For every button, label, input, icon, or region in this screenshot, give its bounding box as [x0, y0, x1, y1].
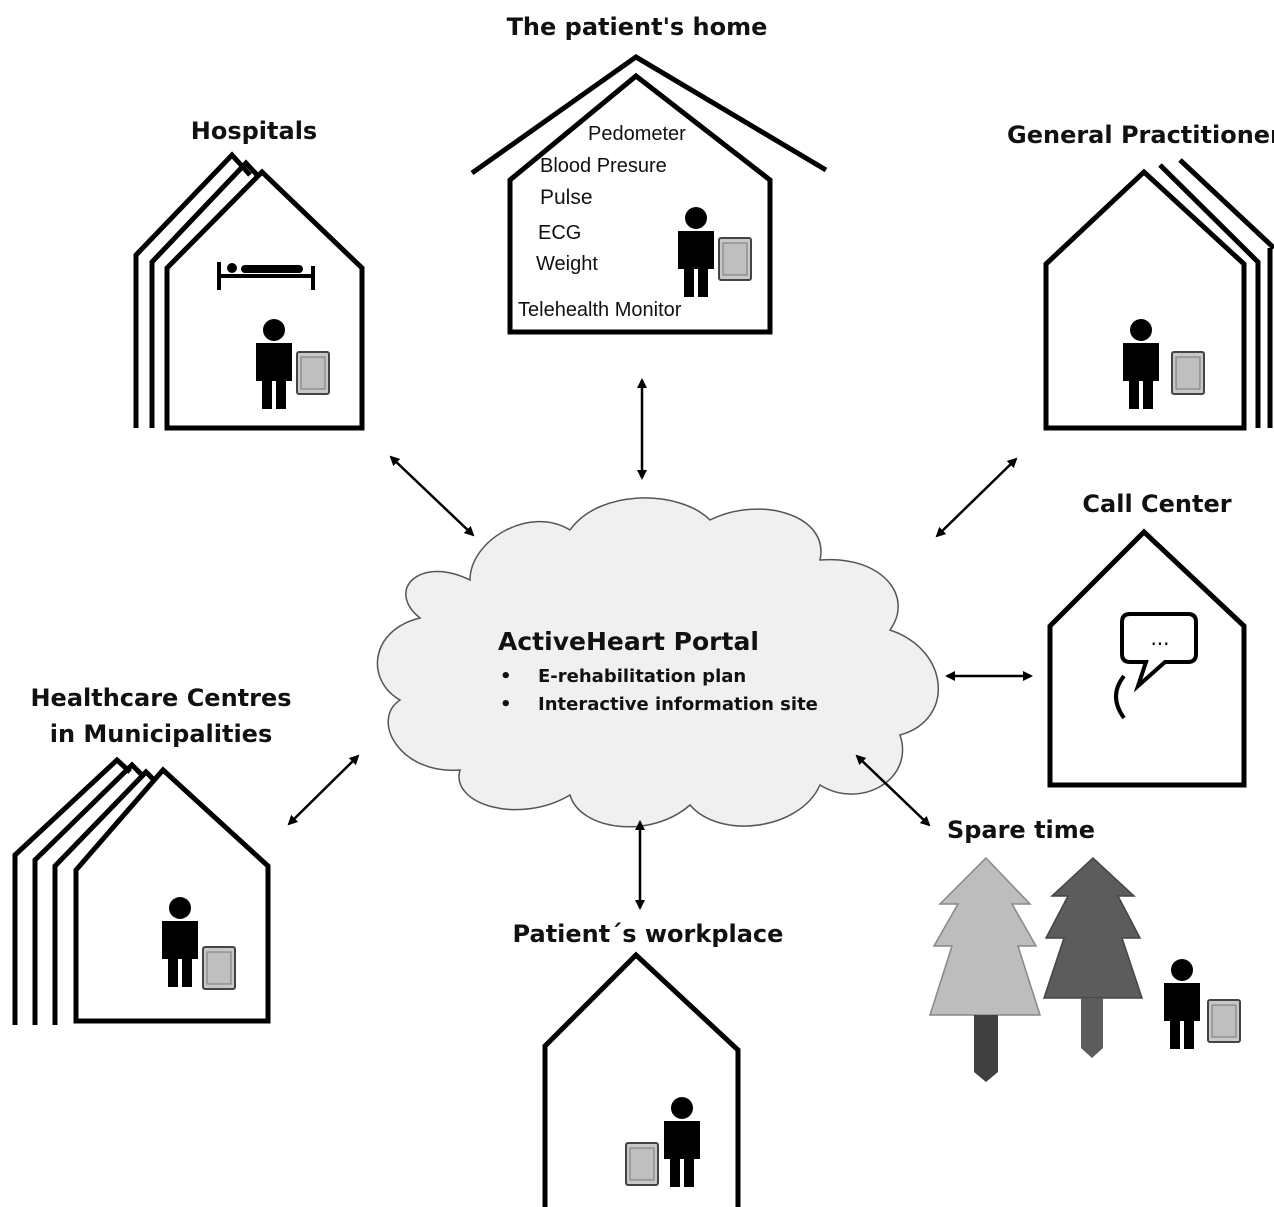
hospital-house-back-1: [149, 159, 260, 428]
general-practitioners: General Practitioners: [1007, 121, 1274, 431]
tablet-icon: [202, 946, 236, 990]
cloud-shape: [376, 497, 939, 828]
call-center: Call Center ...: [1047, 490, 1247, 788]
healthcare-house-back-3: [12, 756, 132, 1025]
portal-bullet-2: Interactive information site: [538, 694, 818, 715]
healthcare-centres: Healthcare Centres in Municipalities: [12, 684, 292, 1025]
bullet-symbol-2: •: [500, 694, 512, 715]
gp-house-back-2: [1178, 158, 1274, 250]
healthcare-title-line1: Healthcare Centres: [30, 684, 291, 712]
device-blood-pressure: Blood Presure: [540, 155, 667, 177]
home-title: The patient's home: [507, 13, 768, 41]
device-telehealth-monitor: Telehealth Monitor: [518, 299, 682, 321]
device-pedometer: Pedometer: [588, 123, 686, 145]
device-weight: Weight: [536, 253, 598, 275]
person-icon: [678, 207, 714, 297]
device-ecg: ECG: [538, 222, 581, 244]
gp-house-back-1: [1158, 163, 1261, 428]
bullet-symbol-1: •: [500, 666, 512, 687]
tablet-icon: [1207, 999, 1241, 1043]
speech-bubble-dots: ...: [1150, 626, 1169, 650]
gp-title: General Practitioners: [1007, 121, 1274, 149]
tree-dark-icon: [1042, 856, 1144, 1058]
home-house: [507, 72, 773, 335]
arrow-healthcare: [287, 754, 360, 826]
call-center-house: [1047, 528, 1247, 788]
tree-light-icon: [928, 856, 1042, 1082]
device-pulse: Pulse: [540, 186, 593, 209]
spare-time-title: Spare time: [947, 816, 1095, 844]
call-center-title: Call Center: [1082, 490, 1231, 518]
healthcare-house-back-2: [32, 761, 146, 1025]
tablet-icon: [296, 351, 330, 395]
speech-bubble-icon: ...: [1120, 612, 1198, 693]
tablet-icon: [1171, 351, 1205, 395]
person-icon: [1164, 959, 1200, 1049]
arrow-spare-time: [855, 754, 931, 827]
patients-home: The patient's home Pedometer Blood Presu…: [470, 13, 828, 335]
connection-arrows: [287, 378, 1033, 910]
portal-cloud: ActiveHeart Portal • E-rehabilitation pl…: [376, 497, 939, 828]
arrow-hospitals: [389, 455, 475, 537]
healthcare-house-back-1: [52, 768, 160, 1025]
portal-bullet-1: E-rehabilitation plan: [538, 666, 746, 687]
person-icon: [664, 1097, 700, 1187]
spare-time: Spare time: [928, 816, 1241, 1082]
tablet-icon: [625, 1142, 659, 1186]
home-roof-outer: [470, 54, 828, 176]
workplace-title: Patient´s workplace: [513, 920, 784, 948]
phone-icon: [1114, 674, 1126, 720]
bed-icon: [217, 262, 315, 290]
hospitals-title: Hospitals: [191, 117, 317, 145]
healthcare-title-line2: in Municipalities: [50, 720, 273, 748]
arrow-gp: [935, 457, 1018, 538]
tablet-icon: [718, 237, 752, 281]
portal-title: ActiveHeart Portal: [498, 627, 759, 656]
workplace-house: [542, 951, 741, 1207]
patients-workplace: Patient´s workplace: [513, 920, 784, 1207]
hospitals: Hospitals: [133, 117, 365, 431]
